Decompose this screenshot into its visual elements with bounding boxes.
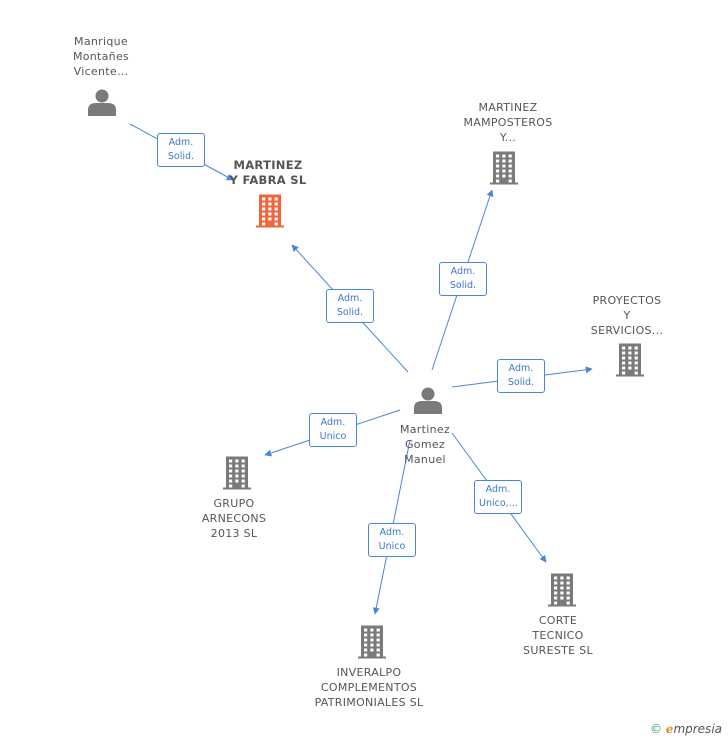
building-icon[interactable] <box>490 151 518 185</box>
edge-role-badge[interactable]: Adm. Unico,... <box>474 480 522 514</box>
node-label-line: Y <box>623 309 631 322</box>
building-icon[interactable] <box>256 194 284 228</box>
node-label-line: Manuel <box>404 453 446 466</box>
node-label-line: CORTE <box>538 614 578 627</box>
node-label-line: Martinez <box>399 423 451 436</box>
node-label-line: MARTINEZ <box>478 101 538 114</box>
building-icon[interactable] <box>616 343 644 377</box>
edge-role-badge[interactable]: Adm. Solid. <box>439 262 487 296</box>
node-label-line: GRUPO <box>213 497 255 510</box>
node-label-line: COMPLEMENTOS <box>320 681 418 694</box>
node-label-corte[interactable]: CORTE TECNICO SURESTE SL <box>478 613 638 658</box>
node-label-line: INVERALPO <box>336 666 402 679</box>
person-icon[interactable] <box>88 89 116 117</box>
node-label-line: PATRIMONIALES SL <box>314 696 424 709</box>
node-label-proyectos[interactable]: PROYECTOS Y SERVICIOS... <box>547 293 707 338</box>
edge-role-text: Adm. <box>337 293 363 304</box>
edge-role-text: Adm. <box>379 527 405 538</box>
edge-role-text: Solid. <box>336 307 364 318</box>
edge-role-text: Solid. <box>507 377 535 388</box>
node-label-line: 2013 SL <box>210 527 258 540</box>
edge-role-text: Adm. <box>450 266 476 277</box>
edge-role-badge[interactable]: Adm. Unico <box>368 523 416 557</box>
node-label-martinez-mamposteros[interactable]: MARTINEZ MAMPOSTEROS Y... <box>428 100 588 145</box>
node-label-line: SERVICIOS... <box>590 324 664 337</box>
edge-role-badge[interactable]: Adm. Unico <box>309 413 357 447</box>
edge-role-badge[interactable]: Adm. Solid. <box>157 133 205 167</box>
node-label-line: PROYECTOS <box>592 294 662 307</box>
edge-role-text: Solid. <box>449 280 477 291</box>
copyright-footer: © ℯmpresia <box>650 722 722 736</box>
node-label-line: MARTINEZ <box>233 158 303 172</box>
node-label-line: Y... <box>499 131 517 144</box>
node-label-inveralpo[interactable]: INVERALPO COMPLEMENTOS PATRIMONIALES SL <box>289 665 449 710</box>
edge-role-text: Adm. <box>508 363 534 374</box>
edge-role-text: Adm. <box>320 417 346 428</box>
node-label-line: Y FABRA SL <box>229 173 307 187</box>
node-label-line: Montañes <box>72 50 130 63</box>
edge-role-text: Adm. <box>168 137 194 148</box>
node-label-line: Gomez <box>404 438 445 451</box>
edge-role-badge[interactable]: Adm. Solid. <box>326 289 374 323</box>
node-label-line: SURESTE SL <box>523 644 593 657</box>
edge-role-text: Unico <box>378 541 406 552</box>
node-label-grupo[interactable]: GRUPO ARNECONS 2013 SL <box>154 496 314 541</box>
empresia-logo[interactable]: ℯmpresia <box>666 722 722 736</box>
edge-role-text: Unico <box>319 431 347 442</box>
node-label-line: TECNICO <box>532 629 584 642</box>
building-icon[interactable] <box>548 573 576 607</box>
node-label-line: Manrique <box>74 35 128 48</box>
brand-rest: mpresia <box>673 722 722 736</box>
edge-role-text: Solid. <box>167 151 195 162</box>
person-icon[interactable] <box>414 387 442 415</box>
edge-role-badge[interactable]: Adm. Solid. <box>497 359 545 393</box>
edge-role-text: Adm. <box>485 484 511 495</box>
node-label-line: Vicente... <box>73 65 129 78</box>
nodes-layer <box>88 89 644 659</box>
building-icon[interactable] <box>358 625 386 659</box>
copyright-symbol: © <box>649 722 662 736</box>
edge-role-text: Unico,... <box>479 498 518 509</box>
node-label-line: ARNECONS <box>201 512 267 525</box>
building-icon[interactable] <box>223 456 251 490</box>
node-label-line: MAMPOSTEROS <box>463 116 553 129</box>
brand-initial: ℯ <box>665 722 674 736</box>
